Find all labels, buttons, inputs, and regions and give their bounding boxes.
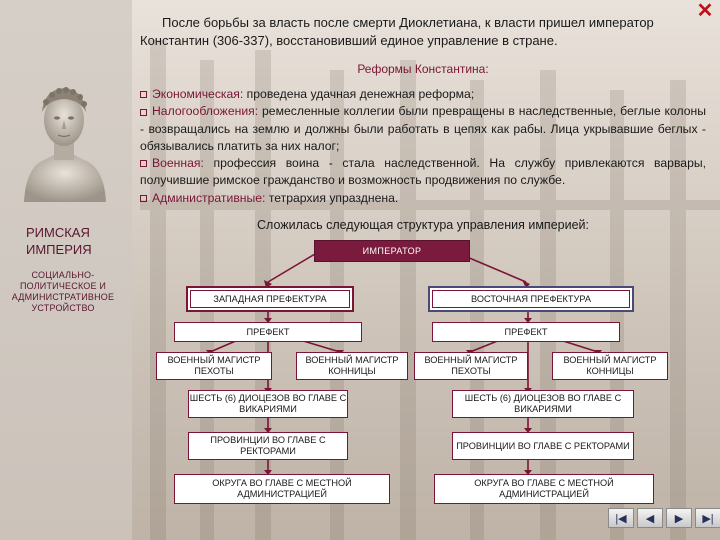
east-infantry-magister-box: ВОЕННЫЙ МАГИСТР ПЕХОТЫ <box>414 352 528 380</box>
west-infantry-magister-box: ВОЕННЫЙ МАГИСТР ПЕХОТЫ <box>156 352 272 380</box>
reform-item: Военная: профессия воина - стала наследс… <box>140 155 706 190</box>
east-prefecture-box: ВОСТОЧНАЯ ПРЕФЕКТУРА <box>428 286 634 312</box>
reform-text: тетрархия упразднена. <box>265 190 399 205</box>
navigation-bar: |◀ ◀ ▶ ▶| <box>608 508 720 530</box>
skip-forward-icon[interactable]: ▶| <box>695 508 720 528</box>
west-districts-box: ОКРУГА ВО ГЛАВЕ С МЕСТНОЙ АДМИНИСТРАЦИЕЙ <box>174 474 390 504</box>
bullet-icon <box>140 160 147 168</box>
left-panel: РИМСКАЯ ИМПЕРИЯ СОЦИАЛЬНО- ПОЛИТИЧЕСКОЕ … <box>0 0 132 540</box>
west-dioceses-box: ШЕСТЬ (6) ДИОЦЕЗОВ ВО ГЛАВЕ С ВИКАРИЯМИ <box>188 390 348 418</box>
reforms-list: Экономическая: проведена удачная денежна… <box>140 86 706 207</box>
section-subtitle-line: УСТРОЙСТВО <box>31 303 95 313</box>
bullet-icon <box>140 195 147 203</box>
west-provinces-box: ПРОВИНЦИИ ВО ГЛАВЕ С РЕКТОРАМИ <box>188 432 348 460</box>
section-subtitle-line: ПОЛИТИЧЕСКОЕ И <box>19 281 107 291</box>
structure-title: Сложилась следующая структура управления… <box>256 218 589 232</box>
east-districts-box: ОКРУГА ВО ГЛАВЕ С МЕСТНОЙ АДМИНИСТРАЦИЕЙ <box>434 474 654 504</box>
bullet-icon <box>140 108 147 116</box>
next-icon[interactable]: ▶ <box>666 508 692 528</box>
reform-text: профессия воина - стала наследственной. … <box>140 156 706 188</box>
reform-label: Экономическая: <box>152 87 244 101</box>
reform-label: Административные: <box>152 190 266 205</box>
reform-item: Налогообложения: ремесленные коллегии бы… <box>140 103 706 155</box>
reforms-title: Реформы Константина: <box>357 62 489 76</box>
section-subtitle-line: АДМИНИСТРАТИВНОЕ <box>11 292 115 302</box>
skip-back-icon[interactable]: |◀ <box>608 508 634 528</box>
reform-text: ремесленные коллегии были превращены в н… <box>140 104 706 153</box>
east-provinces-box: ПРОВИНЦИИ ВО ГЛАВЕ С РЕКТОРАМИ <box>452 432 634 460</box>
section-title: РИМСКАЯ ИМПЕРИЯ <box>26 224 126 258</box>
reform-text: проведена удачная денежная реформа; <box>243 87 475 101</box>
intro-paragraph: После борьбы за власть после смерти Диок… <box>140 15 654 48</box>
east-prefect-box: ПРЕФЕКТ <box>432 322 620 342</box>
reform-label: Военная: <box>152 156 204 171</box>
section-subtitle-line: СОЦИАЛЬНО- <box>31 270 95 280</box>
prev-icon[interactable]: ◀ <box>637 508 663 528</box>
section-title-line: РИМСКАЯ <box>26 225 90 240</box>
east-cavalry-magister-box: ВОЕННЫЙ МАГИСТР КОННИЦЫ <box>552 352 668 380</box>
east-dioceses-box: ШЕСТЬ (6) ДИОЦЕЗОВ ВО ГЛАВЕ С ВИКАРИЯМИ <box>452 390 634 418</box>
west-prefect-box: ПРЕФЕКТ <box>174 322 362 342</box>
reform-item: Экономическая: проведена удачная денежна… <box>140 86 706 103</box>
reform-label: Налогообложения: <box>152 104 259 119</box>
west-cavalry-magister-box: ВОЕННЫЙ МАГИСТР КОННИЦЫ <box>296 352 408 380</box>
section-subtitle: СОЦИАЛЬНО- ПОЛИТИЧЕСКОЕ И АДМИНИСТРАТИВН… <box>2 270 124 314</box>
west-prefecture-box: ЗАПАДНАЯ ПРЕФЕКТУРА <box>186 286 354 312</box>
close-icon[interactable]: ✕ <box>696 0 714 22</box>
bullet-icon <box>140 91 147 99</box>
reform-item: Административные: тетрархия упразднена. <box>140 190 706 207</box>
section-title-line: ИМПЕРИЯ <box>26 242 92 257</box>
constantine-bust-image <box>24 87 106 202</box>
emperor-box: ИМПЕРАТОР <box>314 240 470 262</box>
